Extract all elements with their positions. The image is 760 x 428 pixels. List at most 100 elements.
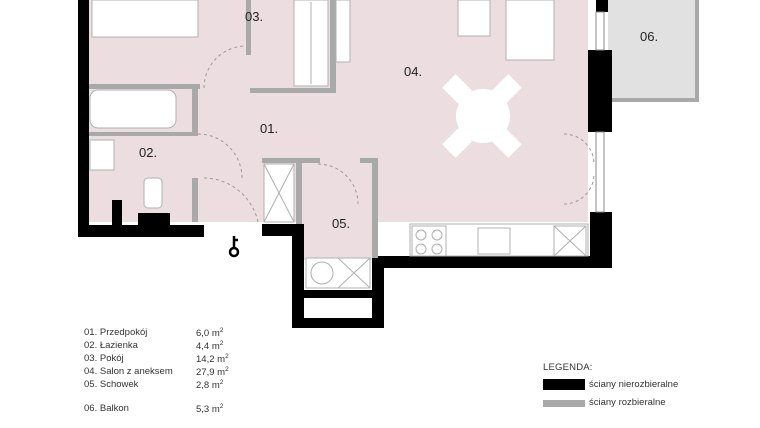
wall-storage-top: [360, 158, 378, 163]
area-exp: 2: [225, 353, 229, 360]
wall-storage-right: [372, 158, 378, 258]
wall-balcony-rail: [608, 98, 698, 102]
room-area: 4,4: [196, 341, 210, 352]
area-unit: m: [211, 404, 220, 415]
floor-plan: 03. 04. 06. 01. 02. 05.: [78, 0, 699, 328]
door-bath: [197, 133, 243, 179]
sink-kitchen-icon: [477, 227, 511, 255]
wall-west: [78, 0, 89, 236]
area-exp: 2: [219, 403, 224, 410]
area-unit: m: [217, 354, 226, 365]
wall-storage-inner: [304, 290, 374, 298]
legend-label-load-bearing: ściany nierozbieralne: [589, 379, 679, 390]
room-code: 02.: [84, 340, 98, 351]
door-balcony-2: [563, 173, 595, 205]
wall-east-top: [596, 0, 608, 12]
wall-storage-west: [292, 224, 304, 328]
room-name: Schowek: [99, 379, 139, 390]
wall-east-lower: [590, 212, 612, 268]
closet-x2: [263, 163, 295, 223]
key-bow: [228, 246, 240, 258]
area-unit: m: [211, 328, 220, 339]
area-unit: m: [211, 380, 220, 391]
tv-unit-icon: [457, 0, 491, 37]
area-exp: 2: [219, 379, 224, 386]
door-entry: [203, 177, 259, 223]
door-room3: [203, 45, 247, 89]
table-top: [456, 89, 510, 143]
door-balcony: [563, 133, 595, 165]
legend-swatch-partition: [543, 400, 585, 407]
wall-room3-bottom: [250, 88, 336, 93]
room-code: 06.: [84, 403, 98, 414]
sink-icon: [89, 139, 115, 171]
wall-storage-east: [372, 258, 384, 328]
room-area: 14,2: [196, 354, 215, 365]
room-area: 2,8: [196, 380, 210, 391]
bed-icon: [91, 0, 199, 38]
room-label-02: 02.: [139, 145, 157, 160]
wall-south-left: [78, 225, 204, 237]
wall-south-right: [378, 256, 612, 268]
room-label-04: 04.: [404, 64, 422, 79]
area-exp: 2: [219, 327, 224, 334]
legend-label-partition: ściany rozbieralne: [589, 397, 666, 408]
room-area: 5,3: [196, 404, 210, 415]
burner-1: [415, 229, 427, 241]
desk-icon: [335, 0, 351, 63]
room-label-01: 01.: [260, 121, 278, 136]
room-label-05: 05.: [332, 216, 350, 231]
door-swing-icon: [197, 45, 595, 223]
door-storage: [317, 163, 359, 205]
area-unit: m: [217, 367, 226, 378]
area-exp: 2: [219, 340, 224, 347]
room-labels: 03. 04. 06. 01. 02. 05.: [139, 9, 658, 231]
key-icon: [228, 236, 240, 258]
legend-title: LEGENDA:: [543, 362, 593, 373]
room-name: Łazienka: [99, 340, 138, 351]
room-code: 05.: [84, 379, 98, 390]
room-area: 6,0: [196, 328, 210, 339]
sofa-icon: [505, 0, 555, 61]
legend-swatch-load-bearing: [543, 379, 585, 390]
room-name: Przedpokój: [99, 327, 148, 338]
wall-balcony-right: [695, 0, 699, 102]
wall-bath-top: [88, 84, 200, 89]
partition-walls: [88, 0, 699, 258]
burner-4: [431, 243, 443, 255]
room-area: 27,9: [196, 367, 215, 378]
legend: LEGENDA: ściany nierozbieralne ściany ro…: [543, 362, 743, 422]
wall-bath-lower: [192, 178, 198, 222]
room-name: Salon z aneksem: [99, 366, 173, 377]
table-icon: [442, 74, 522, 158]
window-upper: [595, 11, 605, 51]
room-code: 01.: [84, 327, 98, 338]
wall-east-pier: [588, 50, 612, 132]
room-code: 04.: [84, 366, 98, 377]
wall-closet-right: [296, 158, 302, 224]
room-code: 03.: [84, 353, 98, 364]
wall-bath-right: [192, 84, 198, 132]
area-unit: m: [211, 341, 220, 352]
floor-balcony: [608, 0, 698, 100]
wall-storage-south: [292, 318, 384, 328]
wall-room3-right: [330, 0, 336, 92]
room-label-06: 06.: [640, 29, 658, 44]
area-exp: 2: [225, 366, 229, 373]
burner-2: [431, 229, 443, 241]
wall-room3-left: [246, 0, 251, 55]
burner-3: [415, 243, 427, 255]
washer-x2: [337, 257, 371, 289]
wall-south-pier: [112, 200, 122, 226]
fridge-x2: [553, 225, 587, 257]
wall-closet-top: [262, 158, 320, 163]
window-lower: [595, 131, 605, 213]
room-name: Balkon: [99, 403, 129, 414]
washer-drum: [310, 261, 334, 285]
windows: [595, 11, 605, 213]
bathtub-icon: [89, 89, 177, 129]
room-name: Pokój: [99, 353, 124, 364]
wall-bath-mid: [88, 132, 198, 136]
fixtures: [89, 0, 589, 289]
toilet-icon: [143, 177, 163, 209]
